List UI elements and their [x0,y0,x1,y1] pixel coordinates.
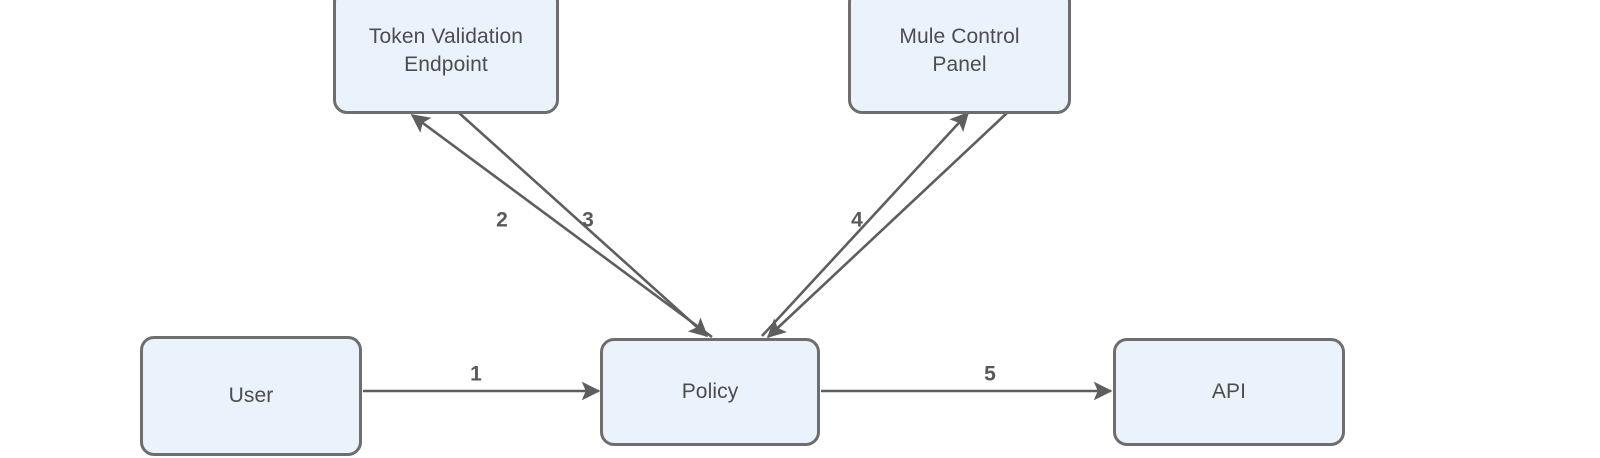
node-label: Policy [681,380,739,404]
edge-label-4: 4 [851,208,863,232]
edge-label-3: 3 [582,208,594,232]
node-label: Mule Control Panel [899,25,1020,76]
node-policy[interactable]: Policy [600,338,820,446]
edge-4-mule-control-to-policy [766,111,1009,339]
node-token-validation-endpoint[interactable]: Token Validation Endpoint [333,0,559,114]
edge-label-1: 1 [470,362,482,386]
node-api[interactable]: API [1113,338,1345,446]
edge-label-5: 5 [984,362,996,386]
node-user[interactable]: User [140,336,362,456]
node-label: User [228,384,274,408]
node-label: Token Validation Endpoint [368,25,524,76]
node-mule-control-panel[interactable]: Mule Control Panel [848,0,1071,114]
node-label: API [1211,380,1247,404]
edge-label-2: 2 [496,208,508,232]
edge-4-policy-to-mule-control [761,111,970,337]
edge-2-policy-to-token-validation [410,113,713,339]
